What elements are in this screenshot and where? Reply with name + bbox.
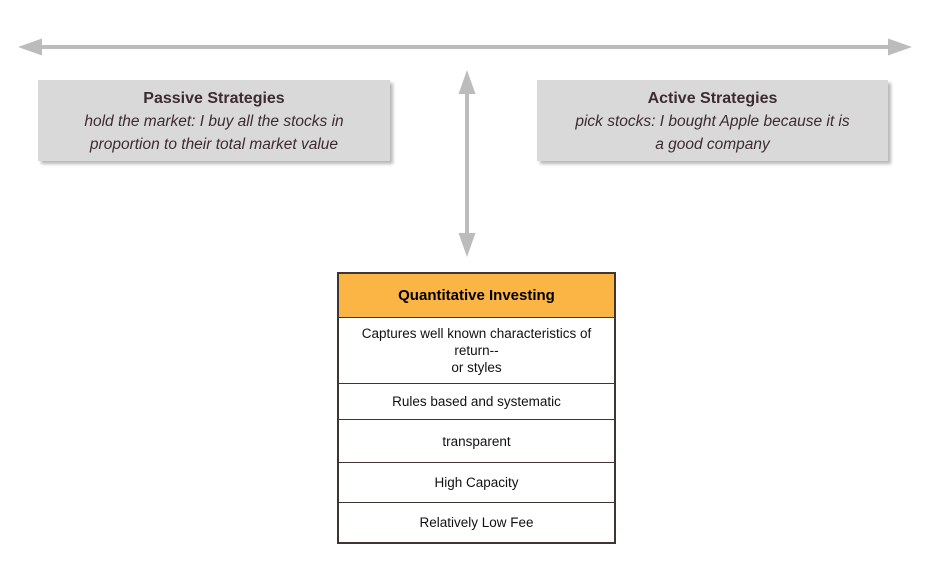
quantitative-investing-table: Quantitative Investing Captures well kno… (337, 272, 616, 544)
arrowhead-down-icon (458, 233, 476, 257)
table-header-quantitative-investing: Quantitative Investing (339, 274, 614, 317)
vertical-tradeoff-arrow (458, 70, 476, 257)
passive-strategies-description: hold the market: I buy all the stocks in… (84, 113, 344, 153)
arrowhead-right-icon (888, 38, 912, 56)
table-row-transparent: transparent (339, 419, 614, 462)
passive-strategies-title: Passive Strategies (143, 90, 285, 107)
active-strategies-box: Active Strategies pick stocks: I bought … (537, 80, 888, 161)
arrowhead-left-icon (18, 38, 42, 56)
passive-strategies-box: Passive Strategies hold the market: I bu… (38, 80, 390, 161)
table-row-rules-based: Rules based and systematic (339, 383, 614, 419)
active-strategies-description: pick stocks: I bought Apple because it i… (575, 113, 850, 153)
table-row-low-fee: Relatively Low Fee (339, 502, 614, 542)
table-row-high-capacity: High Capacity (339, 462, 614, 502)
horizontal-spectrum-arrow (18, 38, 912, 56)
active-strategies-title: Active Strategies (647, 90, 778, 107)
arrowhead-up-icon (458, 70, 476, 94)
table-row-characteristics: Captures well known characteristics of r… (339, 317, 614, 383)
